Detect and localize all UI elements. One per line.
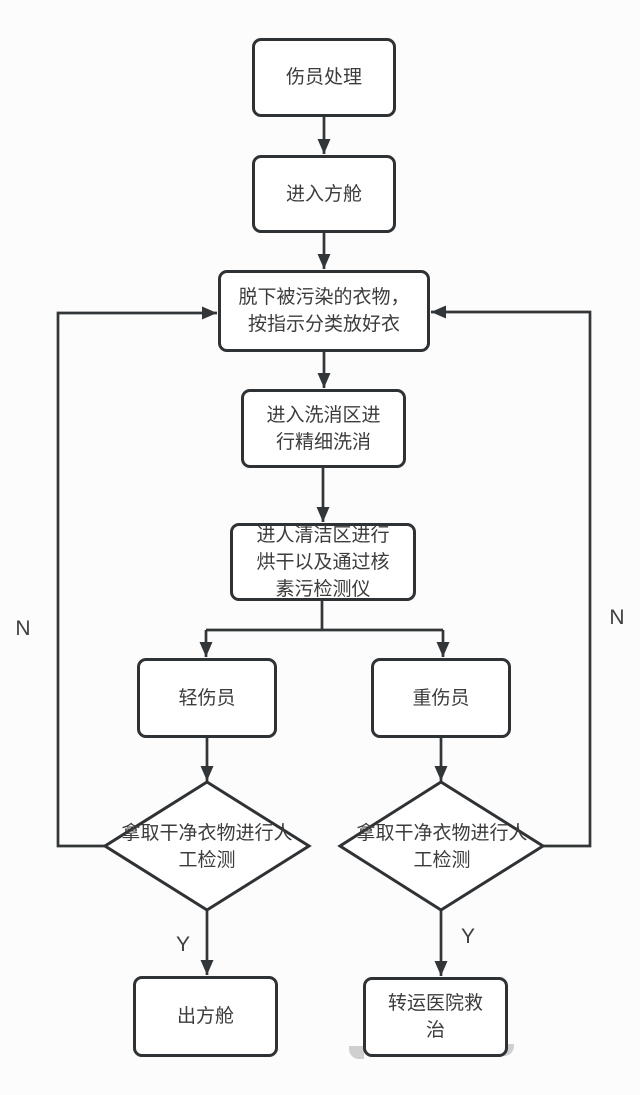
node-severe-injury: 重伤员 xyxy=(371,658,511,738)
decision-right-diamond xyxy=(337,780,546,912)
node-enter-cabin: 进入方舱 xyxy=(252,155,396,233)
decision-left-label: 拿取干净衣物进行人 工检测 xyxy=(121,823,293,871)
node-transfer-hospital: 转运医院救 治 xyxy=(363,977,508,1057)
node-wash-area: 进入洗消区进 行精细洗消 xyxy=(241,389,406,468)
label-y-right: Y xyxy=(460,925,476,948)
decision-right-label: 拿取干净衣物进行人 工检测 xyxy=(356,823,528,871)
label-n-left: N xyxy=(15,617,31,640)
arrow-no-left-loop xyxy=(56,306,217,848)
label-n-right: N xyxy=(609,606,625,629)
node-undress-clothes: 脱下被污染的衣物， 按指示分类放好衣 xyxy=(218,270,430,352)
node-exit-cabin: 出方舱 xyxy=(133,976,278,1057)
arrow-no-right-loop xyxy=(431,305,592,848)
node-clean-area: 进人清洁区进行 烘干以及通过核 素污检测仪 xyxy=(230,523,416,601)
node-casualty-handling: 伤员处理 xyxy=(252,38,396,117)
watermark-smudge xyxy=(349,1046,364,1059)
label-y-left: Y xyxy=(175,933,191,956)
node-light-injury: 轻伤员 xyxy=(137,658,277,738)
decision-left-diamond xyxy=(102,780,312,912)
